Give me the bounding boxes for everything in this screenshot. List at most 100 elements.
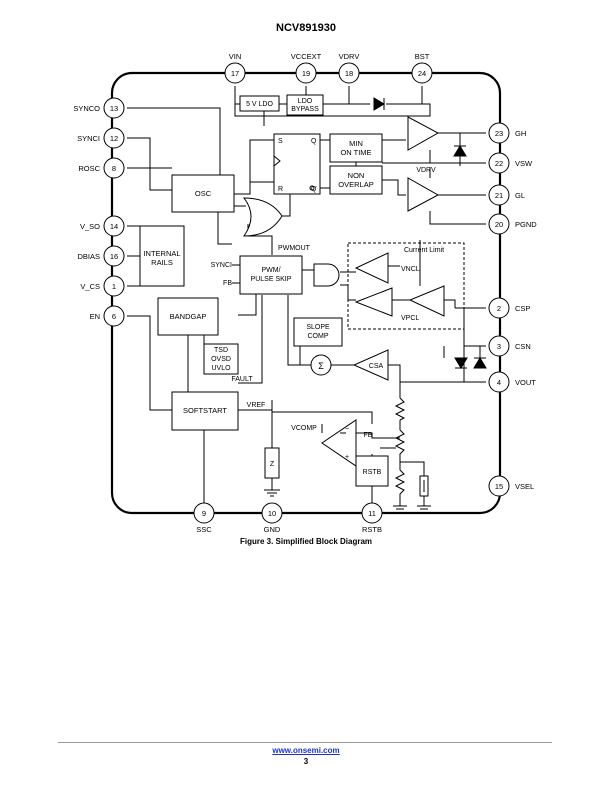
figure-caption: Figure 3. Simplified Block Diagram — [239, 537, 373, 546]
and-gate — [313, 263, 340, 287]
ff-qbar-label: Q — [311, 186, 317, 193]
pin-2 — [488, 297, 510, 319]
ldo5-label: 5 V LDO — [246, 101, 273, 108]
pin-num-3: 3 — [497, 342, 501, 351]
pin-name-en: EN — [90, 312, 100, 321]
pin-name-bst: BST — [415, 52, 430, 61]
pin-num-10: 10 — [268, 509, 276, 518]
flip-flop-box — [273, 133, 321, 195]
pin-10 — [261, 502, 283, 524]
osc-box — [171, 174, 235, 213]
slope-comp-label: SLOPE — [306, 324, 330, 331]
synci-in-label: SYNCI — [211, 262, 232, 269]
slope-comp-box — [293, 317, 343, 347]
vdrv-inner-label: VDRV — [416, 167, 436, 174]
min-on-label: MIN — [349, 139, 363, 148]
pin-22 — [488, 152, 510, 174]
min-on-label: ON TIME — [340, 148, 371, 157]
pin-num-2: 2 — [497, 304, 501, 313]
pin-name-vdrv: VDRV — [339, 52, 360, 61]
pin-num-23: 23 — [495, 129, 503, 138]
pin-name-gh: GH — [515, 129, 526, 138]
ground-icon — [393, 505, 407, 510]
pin-9 — [193, 502, 215, 524]
rstb-box — [355, 455, 389, 487]
protection-box — [203, 343, 239, 375]
pin-12 — [103, 127, 125, 149]
osc-label: OSC — [195, 189, 212, 198]
pin-num-19: 19 — [302, 69, 310, 78]
vncl-comparator — [354, 252, 389, 284]
pin-23 — [488, 122, 510, 144]
slope-comp-label: COMP — [308, 333, 329, 340]
pin-19 — [295, 62, 317, 84]
low-side-driver — [407, 177, 440, 212]
bandgap-box — [157, 297, 219, 336]
fault-label: FAULT — [231, 376, 253, 383]
pin-num-13: 13 — [110, 104, 118, 113]
bandgap-label: BANDGAP — [170, 312, 207, 321]
pin-num-6: 6 — [112, 312, 116, 321]
pin-14 — [103, 215, 125, 237]
vref-label: VREF — [247, 402, 266, 409]
tsd-label: TSD — [214, 347, 228, 354]
vpcl-comparator — [354, 287, 393, 317]
ground-icon — [417, 505, 431, 510]
ground-icon — [264, 489, 280, 497]
pin-1 — [103, 275, 125, 297]
footer-divider — [58, 742, 552, 743]
non-overlap-box — [329, 165, 383, 195]
pin-num-12: 12 — [110, 134, 118, 143]
pin-name-rstb: RSTB — [362, 525, 382, 534]
pin-15 — [488, 475, 510, 497]
pin-name-vcs: V_CS — [80, 282, 100, 291]
pin-name-vsel: VSEL — [515, 482, 534, 491]
ovsd-label: OVSD — [211, 356, 231, 363]
ldo-bypass-label: BYPASS — [291, 106, 319, 113]
page-number: 3 — [303, 757, 309, 766]
pin-name-rosc: ROSC — [78, 164, 100, 173]
z-label: Z — [270, 461, 275, 468]
pin-17 — [224, 62, 246, 84]
page-title: NCV891930 — [276, 22, 336, 34]
pin-13 — [103, 97, 125, 119]
pin-num-24: 24 — [418, 69, 426, 78]
pin-num-17: 17 — [231, 69, 239, 78]
pin-name-gnd: GND — [264, 525, 281, 534]
pwm-box — [239, 255, 303, 295]
pin-name-ssc: SSC — [196, 525, 212, 534]
pin-num-18: 18 — [345, 69, 353, 78]
current-sense-amp — [408, 285, 445, 317]
pin-name-csn: CSN — [515, 342, 531, 351]
pin-name-gl: GL — [515, 191, 525, 200]
csa-label: CSA — [369, 363, 384, 370]
internal-rails-label: INTERNAL — [143, 249, 180, 258]
ff-s-label: S — [278, 138, 283, 145]
csa-amp — [352, 349, 389, 381]
internal-rails-box — [139, 225, 185, 287]
pin-name-synco: SYNCO — [73, 104, 100, 113]
pin-num-11: 11 — [368, 509, 376, 518]
pin-name-vccext: VCCEXT — [291, 52, 322, 61]
pin-num-1: 1 — [112, 282, 116, 291]
plus-label: + — [345, 454, 349, 461]
fb2-label: FB — [364, 432, 373, 439]
pin-num-15: 15 — [495, 482, 503, 491]
resistor-icon — [394, 469, 406, 498]
pin-num-4: 4 — [497, 378, 501, 387]
fb-in-label: FB — [223, 280, 232, 287]
pwm-label: PULSE SKIP — [251, 276, 292, 283]
pin-name-synci: SYNCI — [77, 134, 100, 143]
ldo5-box — [239, 95, 280, 112]
pin-name-csp: CSP — [515, 304, 530, 313]
pin-num-20: 20 — [495, 220, 503, 229]
pin-num-8: 8 — [112, 164, 116, 173]
pin-3 — [488, 335, 510, 357]
ff-r-label: R — [278, 186, 283, 193]
pin-11 — [361, 502, 383, 524]
pin-num-14: 14 — [110, 222, 118, 231]
pin-name-pgnd: PGND — [515, 220, 537, 229]
diode-icon — [373, 97, 385, 111]
pin-6 — [103, 305, 125, 327]
footer-website-link[interactable]: www.onsemi.com — [272, 746, 340, 755]
